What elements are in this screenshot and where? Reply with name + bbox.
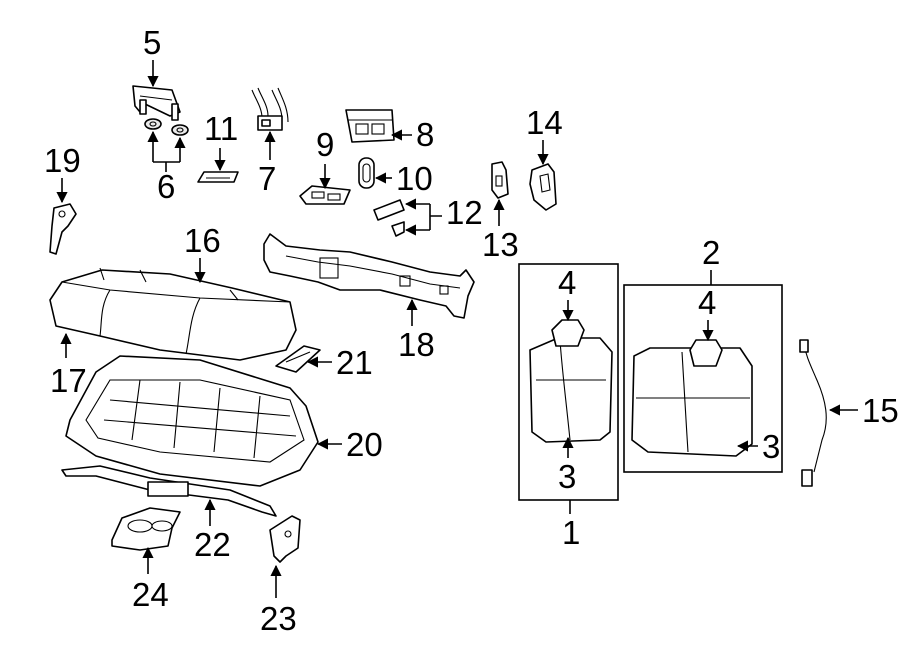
- svg-text:8: 8: [416, 116, 434, 153]
- svg-text:17: 17: [50, 362, 87, 399]
- svg-text:20: 20: [346, 426, 383, 463]
- callout-7: 7: [258, 130, 276, 197]
- part-19-hinge-lever: [49, 203, 77, 255]
- callout-6: 6: [147, 130, 186, 205]
- svg-text:10: 10: [396, 160, 433, 197]
- callout-21: 21: [306, 344, 373, 381]
- callout-18: 18: [398, 298, 435, 363]
- part-5-headrest-guide: [132, 85, 181, 121]
- svg-text:22: 22: [194, 526, 231, 563]
- svg-text:23: 23: [260, 600, 297, 637]
- part-8-cover: [345, 109, 395, 143]
- callout-22: 22: [194, 498, 231, 563]
- part-14-latch-cover: [529, 163, 557, 211]
- part-9-escutcheon: [299, 185, 351, 205]
- callout-5: 5: [143, 24, 161, 88]
- callout-19: 19: [44, 142, 81, 204]
- part-10-bezel: [358, 157, 375, 189]
- part-20-seat-pan: [65, 355, 319, 487]
- svg-text:3: 3: [762, 428, 780, 465]
- callout-1: 1: [562, 500, 580, 551]
- callout-11: 11: [204, 110, 238, 172]
- callout-13: 13: [482, 198, 519, 263]
- assembly-1-box: [518, 263, 619, 501]
- callout-4b: 4: [698, 284, 716, 342]
- callout-24: 24: [132, 546, 169, 613]
- part-13-striker: [491, 161, 509, 199]
- part-6-grommets: [144, 118, 189, 136]
- svg-text:11: 11: [204, 110, 238, 147]
- svg-text:2: 2: [702, 234, 720, 271]
- callout-16: 16: [184, 222, 221, 284]
- callout-8: 8: [390, 116, 434, 153]
- svg-text:13: 13: [482, 226, 519, 263]
- assembly-2-box: [623, 284, 783, 473]
- part-22-support-bar: [61, 465, 277, 517]
- part-18-frame: [263, 233, 475, 319]
- callout-12: 12: [404, 194, 483, 236]
- part-23-bracket: [269, 515, 301, 563]
- part-24-cup-holder: [111, 507, 181, 551]
- callout-14: 14: [526, 104, 563, 166]
- svg-text:12: 12: [446, 194, 483, 231]
- part-15-release-cable: [799, 339, 827, 487]
- callout-4a: 4: [558, 264, 576, 322]
- svg-text:14: 14: [526, 104, 563, 141]
- part-12-brackets: [373, 199, 405, 237]
- callout-9: 9: [316, 126, 334, 190]
- callout-15: 15: [828, 392, 899, 429]
- svg-text:18: 18: [398, 326, 435, 363]
- callout-2: 2: [702, 234, 720, 285]
- callout-10: 10: [374, 160, 433, 197]
- svg-text:5: 5: [143, 24, 161, 61]
- callout-20: 20: [316, 426, 383, 463]
- part-21-plate: [275, 345, 321, 373]
- callout-3a: 3: [558, 436, 576, 495]
- svg-text:1: 1: [562, 514, 580, 551]
- svg-text:21: 21: [336, 344, 373, 381]
- svg-text:9: 9: [316, 126, 334, 163]
- part-7-latch: [251, 87, 289, 131]
- svg-text:4: 4: [698, 284, 716, 321]
- callout-17: 17: [50, 332, 87, 399]
- part-16-seat-cushion: [49, 267, 297, 361]
- callout-23: 23: [260, 564, 297, 637]
- svg-text:24: 24: [132, 576, 169, 613]
- svg-text:7: 7: [258, 160, 276, 197]
- svg-text:19: 19: [44, 142, 81, 179]
- part-11-bezel: [197, 171, 239, 183]
- svg-text:6: 6: [157, 168, 175, 205]
- svg-text:16: 16: [184, 222, 221, 259]
- callout-3b: 3: [736, 428, 780, 465]
- svg-text:4: 4: [558, 264, 576, 301]
- svg-text:3: 3: [558, 458, 576, 495]
- svg-text:15: 15: [862, 392, 899, 429]
